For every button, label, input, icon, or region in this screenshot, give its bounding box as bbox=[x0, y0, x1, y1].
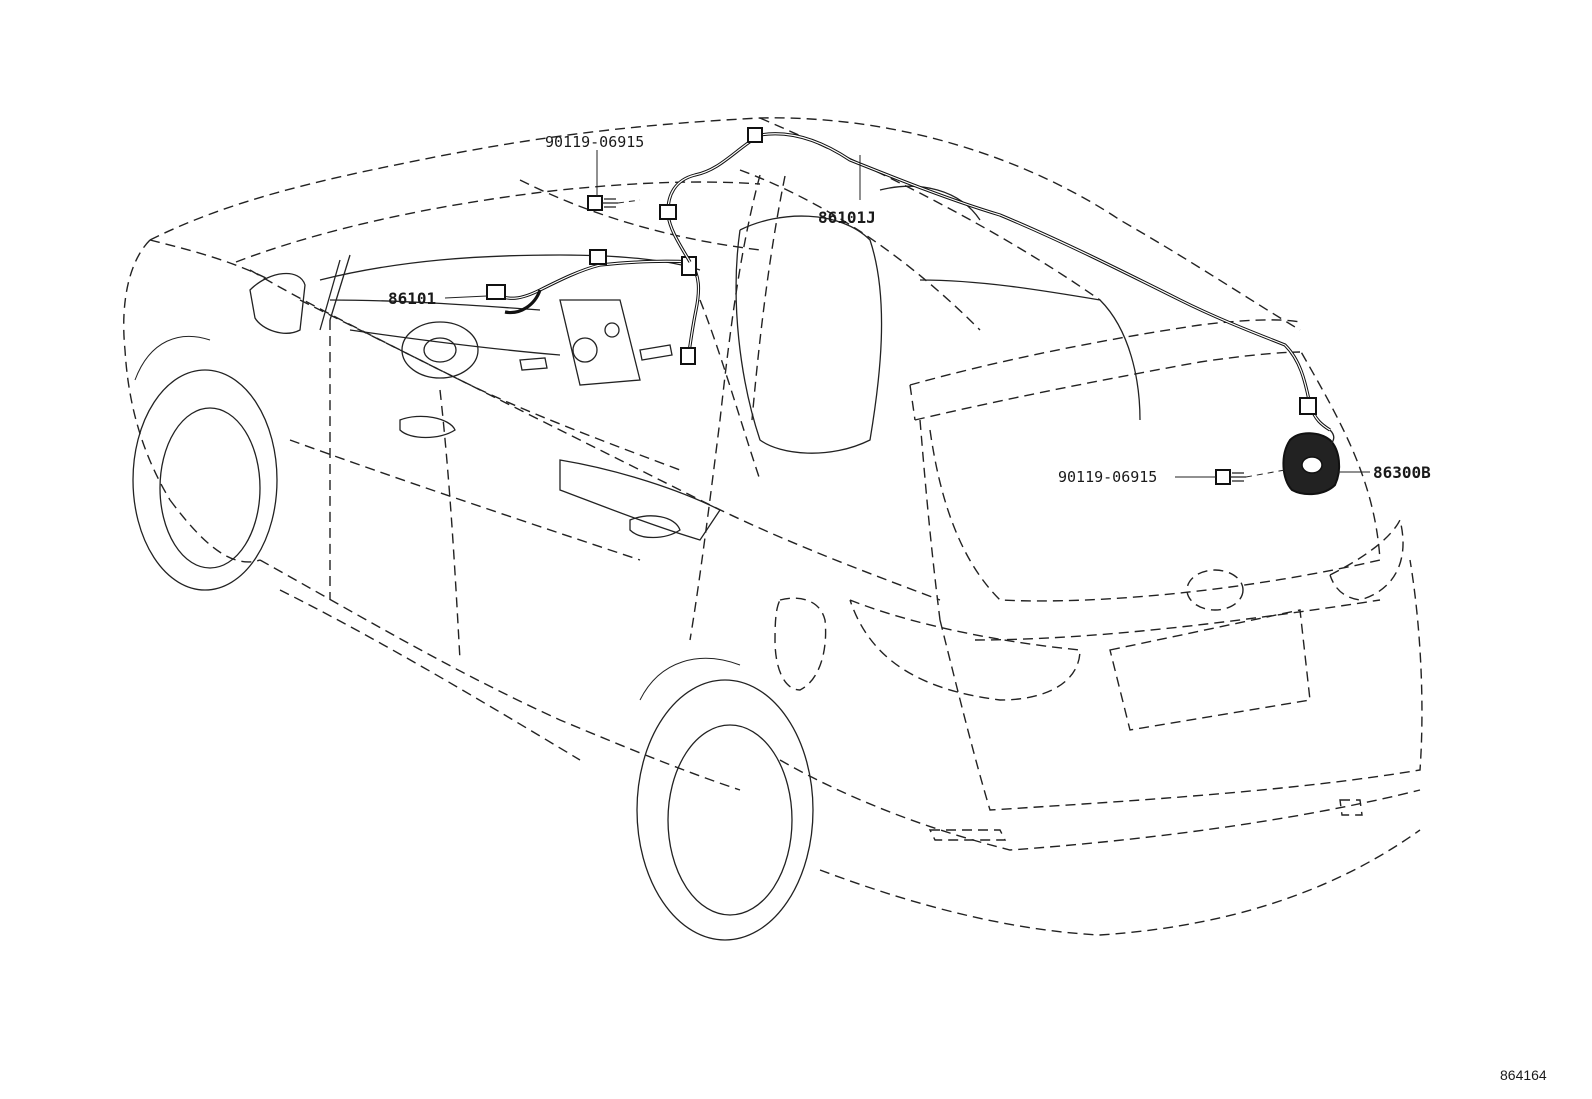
front-wheel bbox=[132, 335, 278, 591]
label-bolt-top: 90119-06915 bbox=[545, 133, 644, 151]
rear-wheel bbox=[636, 658, 814, 941]
leader-lines bbox=[444, 150, 1370, 478]
harness-86101 bbox=[486, 249, 701, 365]
label-harness-front: 86101 bbox=[388, 289, 436, 308]
label-harness-roof: 86101J bbox=[818, 208, 876, 227]
car-body-outline bbox=[123, 117, 1423, 936]
label-camera-rear: 86300B bbox=[1373, 463, 1431, 482]
label-bolt-rear: 90119-06915 bbox=[1058, 468, 1157, 486]
figure-number: 864164 bbox=[1500, 1067, 1547, 1083]
interior-lines bbox=[249, 185, 1141, 541]
bolt-rear bbox=[1215, 469, 1286, 485]
harness-86101J bbox=[659, 127, 1331, 432]
bolt-top bbox=[587, 195, 641, 211]
rear-camera-86300B bbox=[1282, 429, 1341, 496]
